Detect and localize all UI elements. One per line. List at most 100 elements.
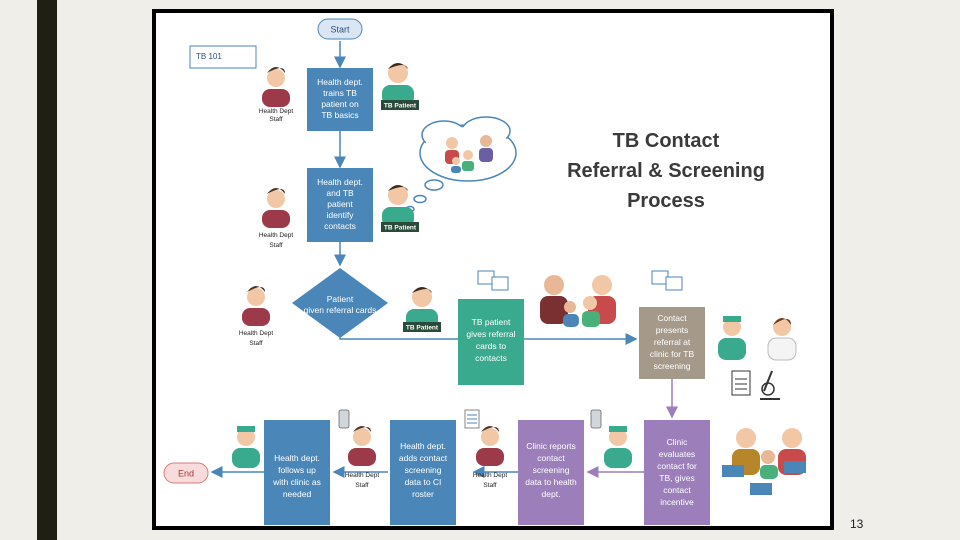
node-text-line: contact for xyxy=(657,461,697,471)
staff-icon-3 xyxy=(242,286,270,326)
staff-1-label: Health Dept xyxy=(259,108,294,115)
node-text-line: gives referral xyxy=(466,329,515,339)
title-line-3: Process xyxy=(627,190,705,212)
node-text-line: incentive xyxy=(660,497,694,507)
start-terminator: Start xyxy=(317,18,363,40)
node-text-line: Health dept. xyxy=(274,453,320,463)
node-text-line: patient on xyxy=(321,99,359,109)
nurse-icon-3 xyxy=(232,426,260,468)
nurse-icon-1 xyxy=(718,316,746,360)
title-line-2: Referral & Screening xyxy=(567,160,765,182)
node-text-line: Health dept. xyxy=(400,441,446,451)
step-follows-up: Health dept. follows up with clinic as need… xyxy=(264,420,330,525)
staff-icon-1 xyxy=(262,67,290,107)
node-text-reports: Clinic reports contact screening data to he… xyxy=(525,441,577,499)
clipboard-icon xyxy=(731,370,751,396)
roster-document-icon xyxy=(464,409,480,429)
node-text-line: given referral cards xyxy=(304,305,377,315)
node-text-line: needed xyxy=(283,489,312,499)
doctor-icon xyxy=(767,318,797,361)
staff-1-sublabel: Staff xyxy=(269,116,282,123)
patient-icon-1 xyxy=(382,63,414,105)
staff-2-label: Health Dept xyxy=(259,232,294,239)
node-text-line: dept. xyxy=(542,489,561,499)
node-text-line: Clinic xyxy=(667,437,689,447)
node-text-line: contact xyxy=(663,485,691,495)
node-text-line: Clinic reports xyxy=(526,441,576,451)
contacts-family-icon-1 xyxy=(540,275,616,327)
page-title: TB Contact Referral & Screening Process xyxy=(567,130,765,212)
staff-icon-4 xyxy=(476,426,504,466)
staff-4-sublabel: Staff xyxy=(483,482,496,489)
staff-3-label: Health Dept xyxy=(239,330,274,337)
node-text-gives-cards: TB patient gives referral cards to contacts xyxy=(466,317,515,363)
node-text-line: follows up xyxy=(278,465,316,475)
flowchart-canvas: Start TB 101 TB Contact Referral & Scree… xyxy=(163,18,806,525)
node-text-adds-data: Health dept. adds contact screening data to… xyxy=(399,441,448,499)
phone-icon-2 xyxy=(338,409,350,429)
start-label: Start xyxy=(330,25,350,35)
node-text-line: adds contact xyxy=(399,453,448,463)
node-text-line: presents xyxy=(656,325,689,335)
node-text-line: contacts xyxy=(475,353,507,363)
node-text-line: TB, gives xyxy=(659,473,694,483)
staff-icon-2 xyxy=(262,188,290,228)
step-patient-gives-cards: TB patient gives referral cards to contacts xyxy=(458,299,524,385)
node-text-line: Health dept. xyxy=(317,77,363,87)
end-terminator: End xyxy=(163,462,209,484)
node-text-line: contacts xyxy=(324,221,356,231)
node-text-follows-up: Health dept. follows up with clinic as need… xyxy=(272,453,321,499)
node-text-line: and TB xyxy=(326,188,354,198)
tb101-tag: TB 101 xyxy=(189,45,257,69)
node-text-line: screening xyxy=(533,465,570,475)
tb101-label: TB 101 xyxy=(196,52,222,61)
nurse-icon-2 xyxy=(604,426,632,468)
slide-number: 13 xyxy=(850,517,864,531)
phone-icon-1 xyxy=(590,409,602,429)
title-line-1: TB Contact xyxy=(613,130,720,152)
staff-4-label: Health Dept xyxy=(473,472,508,479)
step-adds-screening-data: Health dept. adds contact screening data to… xyxy=(390,420,456,525)
referral-card-icon-1 xyxy=(477,270,509,291)
node-text-line: data to CI xyxy=(405,477,442,487)
step-clinic-reports: Clinic reports contact screening data to he… xyxy=(518,420,584,525)
node-text-line: screening xyxy=(654,361,691,371)
node-text-line: TB patient xyxy=(472,317,511,327)
staff-5-sublabel: Staff xyxy=(355,482,368,489)
left-accent-bar xyxy=(37,0,57,540)
diagram-frame: Start TB 101 TB Contact Referral & Scree… xyxy=(152,9,834,530)
node-text-line: Patient xyxy=(327,294,354,304)
role-labels: Health Dept Staff Health Dept Staff Heal… xyxy=(239,100,508,489)
node-text-line: with clinic as xyxy=(272,477,321,487)
node-text-line: screening xyxy=(405,465,442,475)
referral-card-icon-2 xyxy=(651,270,683,291)
staff-icon-5 xyxy=(348,426,376,466)
patient-2-label: TB Patient xyxy=(384,225,417,232)
end-label: End xyxy=(178,469,194,479)
node-text-line: Health dept. xyxy=(317,177,363,187)
node-text-line: TB basics xyxy=(321,110,358,120)
thought-cloud xyxy=(405,116,517,213)
node-text-line: clinic for TB xyxy=(650,349,695,359)
staff-2-sublabel: Staff xyxy=(269,242,282,249)
node-text-line: contact xyxy=(537,453,565,463)
family-icon xyxy=(445,135,493,173)
node-text-line: Contact xyxy=(657,313,687,323)
patient-1-label: TB Patient xyxy=(384,103,417,110)
patient-3-label: TB Patient xyxy=(406,325,439,332)
node-text-line: data to health xyxy=(525,477,577,487)
staff-3-sublabel: Staff xyxy=(249,340,262,347)
node-text-line: patient xyxy=(327,199,353,209)
node-text-line: cards to xyxy=(476,341,507,351)
staff-5-label: Health Dept xyxy=(345,472,380,479)
